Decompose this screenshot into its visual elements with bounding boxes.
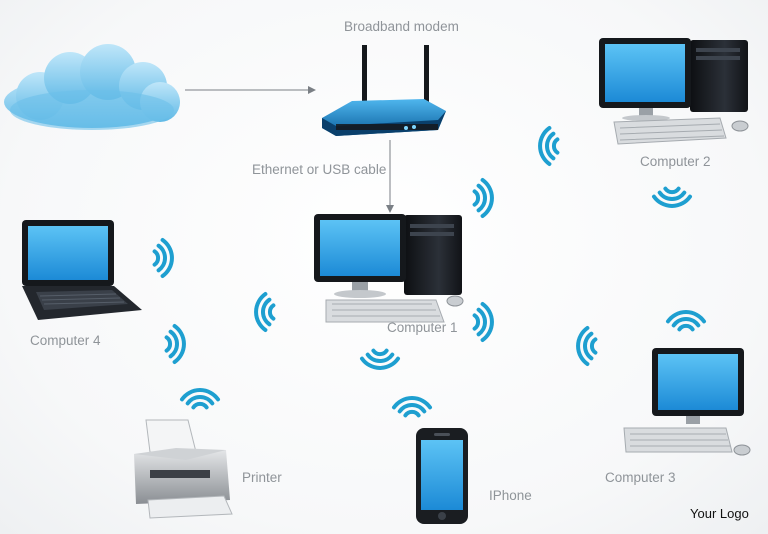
router-icon	[322, 45, 446, 136]
label-computer-3: Computer 3	[605, 470, 676, 485]
phone-icon	[416, 428, 468, 524]
wifi-arc	[472, 189, 481, 207]
wifi-arc	[671, 317, 701, 328]
computer-2-icon	[599, 38, 749, 145]
wifi-arc	[677, 323, 695, 332]
label-ethernet-cable: Ethernet or USB cable	[252, 162, 387, 177]
wifi-arc	[160, 238, 174, 278]
wifi-arc	[472, 313, 481, 331]
wifi-arc	[476, 183, 487, 213]
wifi-arc	[185, 395, 215, 406]
wifi-arc	[652, 194, 692, 208]
wifi-arc	[666, 310, 706, 324]
wifi-arc	[576, 326, 590, 366]
wifi-arc	[191, 401, 209, 410]
wifi-arc	[476, 307, 487, 337]
wifi-signal-icon	[152, 238, 174, 278]
computer-1-icon	[314, 214, 464, 323]
wifi-arc	[392, 396, 432, 410]
wifi-arc	[254, 292, 268, 332]
wifi-arc	[152, 249, 161, 267]
wifi-arc	[663, 186, 681, 195]
wifi-signals	[152, 126, 706, 418]
wifi-arc	[657, 190, 687, 201]
logo-text: Your Logo	[690, 506, 749, 521]
label-printer: Printer	[242, 470, 282, 485]
wifi-signal-icon	[392, 396, 432, 418]
wifi-signal-icon	[360, 348, 400, 370]
wifi-arc	[545, 131, 556, 161]
wifi-arc	[397, 403, 427, 414]
label-broadband-modem: Broadband modem	[344, 19, 459, 34]
wifi-arc	[480, 178, 494, 218]
wifi-signal-icon	[180, 388, 220, 410]
wifi-arc	[551, 137, 560, 155]
wifi-signal-icon	[164, 324, 186, 364]
wifi-arc	[156, 243, 167, 273]
wifi-arc	[172, 324, 186, 364]
printer-icon	[134, 419, 233, 519]
label-computer-1: Computer 1	[387, 320, 458, 335]
label-computer-2: Computer 2	[640, 154, 711, 169]
computer-3-icon	[623, 348, 751, 456]
wifi-arc	[365, 352, 395, 363]
wifi-arc	[168, 329, 179, 359]
label-computer-4: Computer 4	[30, 333, 101, 348]
wifi-signal-icon	[538, 126, 560, 166]
computer-4-laptop-icon	[22, 220, 142, 320]
wifi-arc	[164, 335, 173, 353]
wifi-arc	[180, 388, 220, 402]
wifi-signal-icon	[576, 326, 598, 366]
wifi-arc	[480, 302, 494, 342]
wifi-signal-icon	[666, 310, 706, 332]
wifi-signal-icon	[472, 178, 494, 218]
wifi-arc	[261, 297, 272, 327]
wifi-arc	[403, 409, 421, 418]
wifi-arc	[583, 331, 594, 361]
wifi-signal-icon	[472, 302, 494, 342]
label-iphone: IPhone	[489, 488, 532, 503]
wifi-arc	[360, 356, 400, 370]
wifi-arc	[589, 337, 598, 355]
cloud-icon	[4, 44, 180, 130]
wifi-arc	[267, 303, 276, 321]
wifi-arc	[371, 348, 389, 357]
wifi-arc	[538, 126, 552, 166]
wifi-signal-icon	[652, 186, 692, 208]
wifi-signal-icon	[254, 292, 276, 332]
